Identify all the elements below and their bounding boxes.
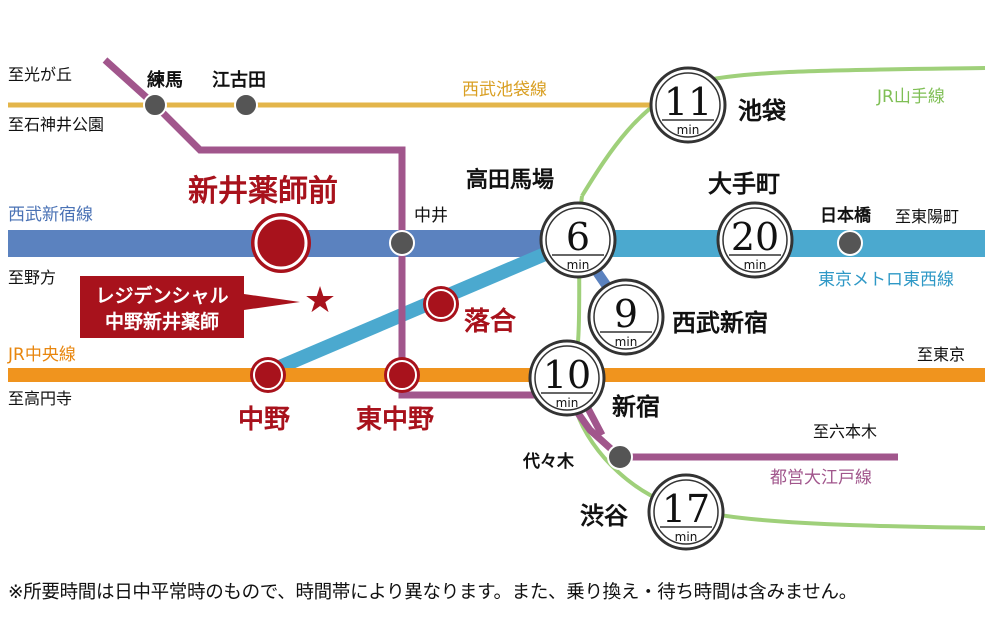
otemachi-unit: min — [744, 258, 767, 272]
ikebukuro-minutes: 11 — [664, 80, 712, 124]
shibuya-minutes: 17 — [662, 487, 710, 531]
station-seibushinjuku: 西武新宿 — [672, 309, 768, 337]
seibu-ikebukuro-label: 西武池袋線 — [462, 80, 547, 100]
seibushinjuku-minutes: 9 — [614, 292, 638, 336]
egota-dot — [234, 93, 258, 117]
takadanobaba-time-badge: 6 min — [539, 201, 617, 279]
nakai-dot — [389, 230, 415, 256]
station-araiyakushimae: 新井薬師前 — [188, 174, 338, 209]
station-shinjuku: 新宿 — [612, 393, 660, 421]
seibushinjuku-unit: min — [615, 335, 638, 349]
property-star-icon: ★ — [304, 280, 336, 321]
station-takadanobaba: 高田馬場 — [466, 167, 554, 193]
station-egota: 江古田 — [212, 69, 266, 91]
jr-yamanote-label: JR山手線 — [876, 87, 945, 107]
tozai-label: 東京メトロ東西線 — [818, 270, 954, 290]
station-yoyogi: 代々木 — [522, 451, 575, 472]
station-higashinakano: 東中野 — [356, 405, 434, 435]
direction-roppongi: 至六本木 — [813, 422, 877, 441]
direction-tokyo: 至東京 — [917, 345, 965, 364]
jr-chuo-line — [8, 368, 985, 382]
takadanobaba-minutes: 6 — [566, 215, 590, 259]
araiyakushimae-station — [251, 213, 311, 273]
station-nihonbashi: 日本橋 — [820, 205, 872, 226]
tozai-branch — [265, 233, 581, 379]
seibu-shinjuku-label: 西武新宿線 — [8, 205, 93, 225]
nerima-dot — [143, 93, 167, 117]
ikebukuro-time-badge: 11 min — [649, 66, 727, 144]
nakano-station — [250, 357, 286, 393]
property-name-line2: 中野新井薬師 — [105, 310, 219, 333]
direction-nogata: 至野方 — [8, 268, 56, 287]
station-ikebukuro: 池袋 — [738, 97, 787, 125]
oedo-line — [102, 57, 898, 461]
station-ochiai: 落合 — [464, 306, 517, 337]
jr-chuo-label: JR中央線 — [7, 345, 76, 365]
direction-koenji: 至高円寺 — [8, 389, 72, 408]
shinjuku-unit: min — [556, 396, 579, 410]
station-nerima: 練馬 — [147, 69, 183, 91]
station-nakai: 中井 — [414, 206, 448, 226]
ikebukuro-unit: min — [677, 123, 700, 137]
yoyogi-dot — [607, 444, 633, 470]
shinjuku-time-badge: 10 min — [528, 339, 606, 417]
direction-hikarigaoka: 至光が丘 — [8, 65, 72, 84]
otemachi-minutes: 20 — [731, 215, 779, 259]
higashinakano-station — [384, 357, 420, 393]
takadanobaba-unit: min — [567, 258, 590, 272]
station-otemachi: 大手町 — [708, 170, 780, 198]
oedo-label: 都営大江戸線 — [770, 468, 872, 488]
station-shibuya: 渋谷 — [580, 502, 629, 530]
nihonbashi-dot — [837, 230, 863, 256]
property-name-line1: レジデンシャル — [95, 284, 228, 307]
station-nakano: 中野 — [238, 405, 290, 435]
otemachi-time-badge: 20 min — [716, 201, 794, 279]
footnote: ※所要時間は日中平常時のもので、時間帯により異なります。また、乗り換え・待ち時間… — [8, 582, 857, 603]
shibuya-time-badge: 17 min — [647, 473, 725, 551]
shinjuku-minutes: 10 — [543, 353, 591, 397]
direction-higashiyocho: 至東陽町 — [895, 207, 959, 226]
direction-shakujii: 至石神井公園 — [8, 115, 104, 134]
property-pointer — [80, 276, 300, 338]
shibuya-unit: min — [675, 530, 698, 544]
seibushinjuku-time-badge: 9 min — [587, 278, 665, 356]
ochiai-station — [423, 286, 459, 322]
